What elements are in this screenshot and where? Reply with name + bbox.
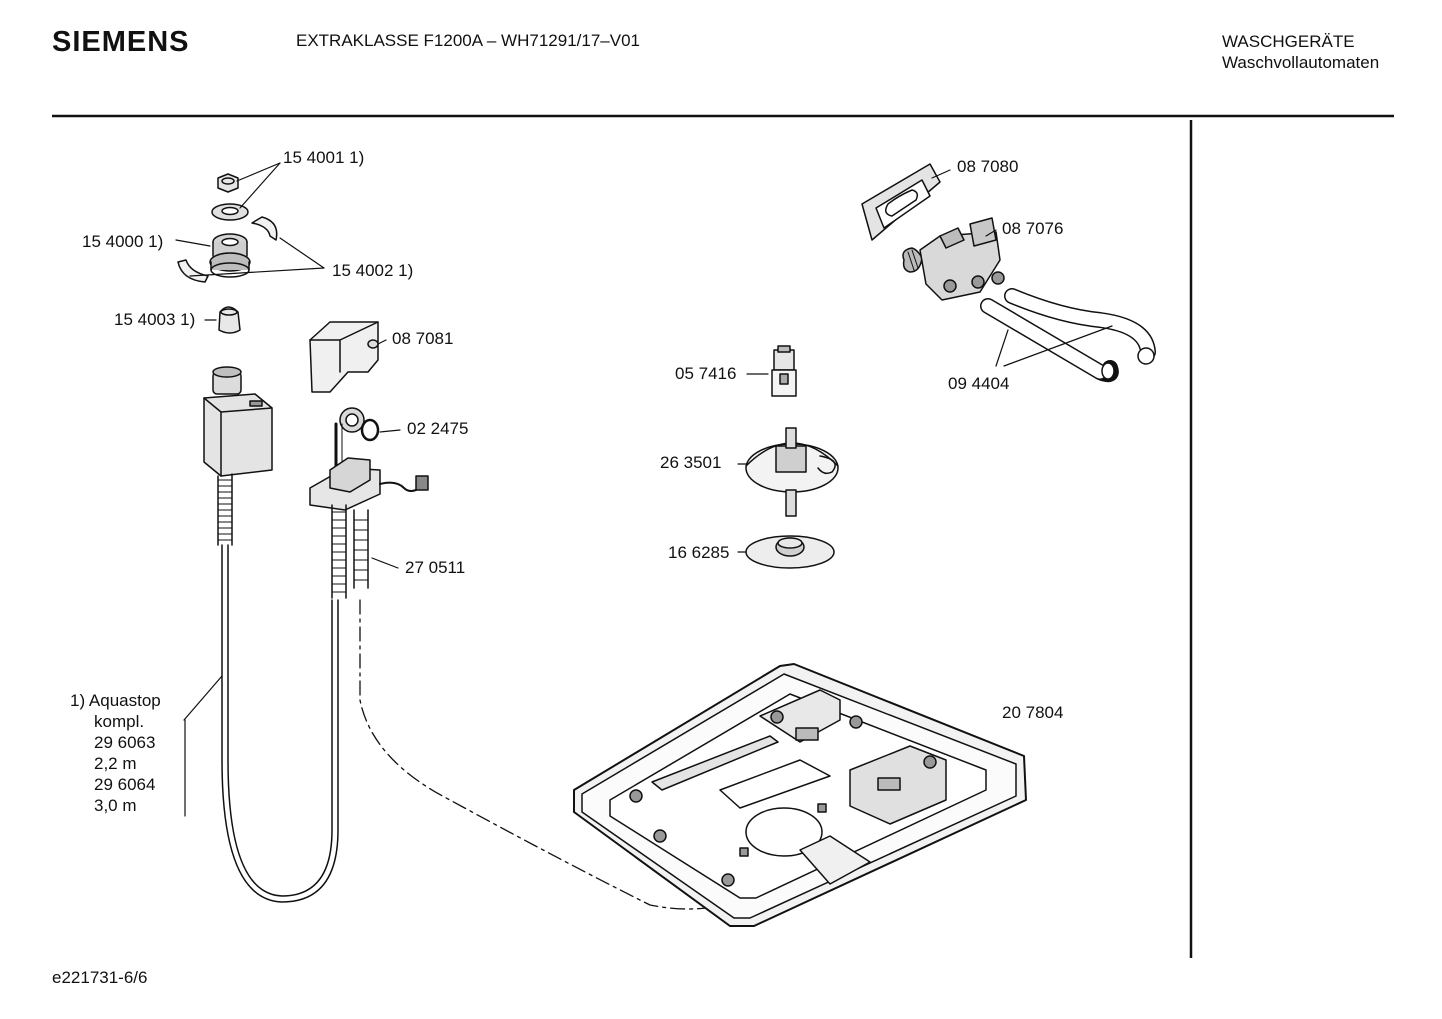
label-166285: 16 6285 <box>668 543 730 562</box>
valve-cover-part <box>309 321 379 393</box>
note-line-2: kompl. <box>94 712 145 731</box>
label-154000: 15 4000 1) <box>82 232 164 251</box>
connector-plug-part <box>771 345 797 397</box>
hose-fitting-part <box>334 407 380 472</box>
brand-logo: SIEMENS <box>52 26 190 58</box>
base-tray-part <box>573 663 1027 927</box>
inlet-hose-part <box>980 288 1156 383</box>
clip-part-right <box>251 216 278 241</box>
seal-disc-part <box>745 535 835 569</box>
aquastop-valve-box <box>203 366 339 903</box>
threaded-fitting-part <box>209 233 251 278</box>
label-022475: 02 2475 <box>407 419 469 438</box>
note-line-3: 29 6063 <box>94 733 156 752</box>
label-087081: 08 7081 <box>392 329 454 348</box>
category-line-1: WASCHGERÄTE <box>1222 32 1355 51</box>
label-207804: 20 7804 <box>1002 703 1064 722</box>
note-line-1: 1) Aquastop <box>70 691 161 710</box>
label-263501: 26 3501 <box>660 453 722 472</box>
cap-part <box>218 306 241 334</box>
valve-bracket-part <box>861 163 941 241</box>
category-block: WASCHGERÄTE Waschvollautomaten <box>1222 31 1379 73</box>
page-title: EXTRAKLASSE F1200A – WH71291/17–V01 <box>296 31 640 50</box>
clip-part-left <box>177 259 209 283</box>
label-057416: 05 7416 <box>675 364 737 383</box>
label-154002: 15 4002 1) <box>332 261 414 280</box>
drawing-id: e221731-6/6 <box>52 968 148 987</box>
note-line-5: 29 6064 <box>94 775 156 794</box>
note-line-6: 3,0 m <box>94 796 137 815</box>
label-270511: 27 0511 <box>405 558 466 577</box>
nut-part <box>217 173 239 193</box>
label-087080: 08 7080 <box>957 157 1019 176</box>
float-chamber-part <box>745 427 839 517</box>
routing-line <box>359 599 741 910</box>
note-line-4: 2,2 m <box>94 754 137 773</box>
washer-part <box>211 203 249 221</box>
inlet-valve-assembly <box>309 457 429 599</box>
label-094404: 09 4404 <box>948 374 1010 393</box>
category-line-2: Waschvollautomaten <box>1222 53 1380 72</box>
aquastop-note: 1) Aquastop kompl. 29 6063 2,2 m 29 6064… <box>70 690 161 816</box>
label-087076: 08 7076 <box>1002 219 1064 238</box>
label-154001: 15 4001 1) <box>283 148 365 167</box>
water-inlet-valve-part <box>902 217 1005 301</box>
label-154003: 15 4003 1) <box>114 310 196 329</box>
leader-lines <box>175 162 1113 817</box>
